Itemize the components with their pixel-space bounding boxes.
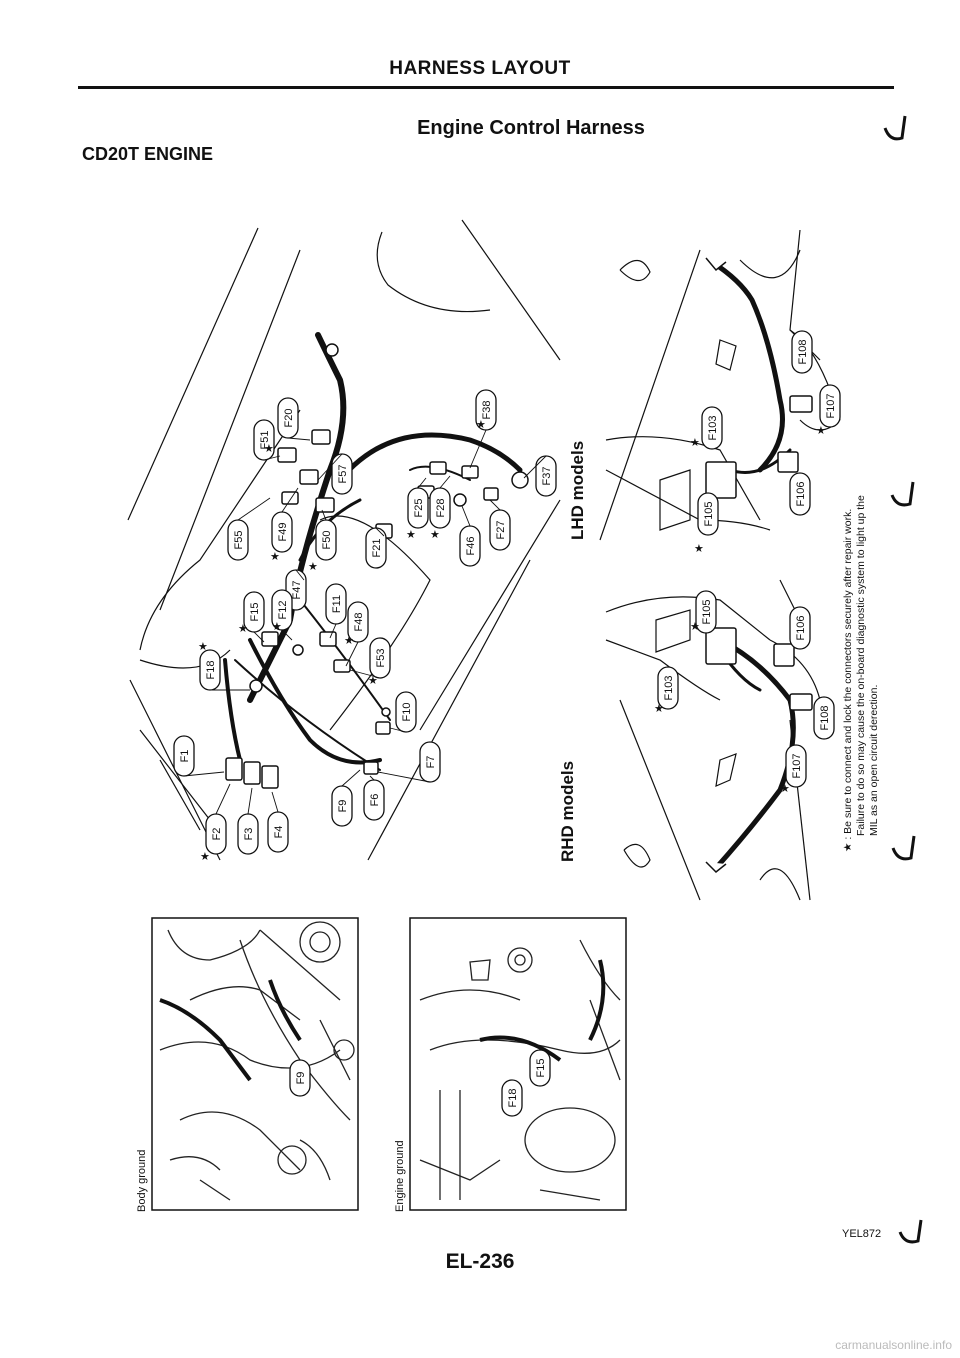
photo-engine-ground: F15 F18 bbox=[409, 917, 627, 1211]
lhd-connector-labels: F108 F103 F107 F105 F106 bbox=[697, 330, 841, 536]
connector-label: F20 bbox=[283, 409, 295, 428]
connector-label: F28 bbox=[435, 499, 447, 518]
connector-label: F9 bbox=[337, 800, 349, 813]
connector-shapes bbox=[225, 343, 529, 789]
page-number: EL-236 bbox=[445, 1250, 515, 1273]
connector-label: F108 bbox=[819, 705, 831, 730]
connector-label: F15 bbox=[535, 1059, 547, 1078]
connector-label: F48 bbox=[353, 613, 365, 632]
connector-label: F9 bbox=[295, 1072, 307, 1085]
check-mark-icons bbox=[883, 115, 923, 1244]
svg-text:★: ★ bbox=[264, 442, 274, 455]
connector-label: F4 bbox=[273, 826, 285, 839]
connector-label: F105 bbox=[701, 599, 713, 624]
engine-ground-caption: Engine ground bbox=[394, 1140, 406, 1212]
connector-label: F106 bbox=[795, 481, 807, 506]
connector-label: F38 bbox=[481, 401, 493, 420]
connector-label: F12 bbox=[277, 601, 289, 620]
lhd-star-markers: ★ ★ ★ bbox=[690, 424, 826, 555]
check-mark-icon bbox=[890, 481, 915, 507]
lhd-models-label: LHD models bbox=[568, 440, 587, 540]
connector-label: F3 bbox=[243, 828, 255, 841]
engine-outline bbox=[127, 219, 561, 861]
lhd-connector-shapes bbox=[705, 257, 813, 499]
rhd-connector-labels: F105 F106 F103 F108 F107 bbox=[657, 590, 835, 788]
connector-label: F107 bbox=[791, 753, 803, 778]
svg-text:★: ★ bbox=[308, 560, 318, 573]
connector-label: F47 bbox=[291, 581, 303, 600]
connector-label: F55 bbox=[233, 531, 245, 550]
note-line-1: : Be sure to connect and lock the connec… bbox=[842, 508, 854, 840]
connector-label: F46 bbox=[465, 537, 477, 556]
title-rule bbox=[78, 86, 894, 89]
note-line-2: Failure to do so may cause the on-board … bbox=[855, 495, 867, 836]
rhd-connector-shapes bbox=[705, 627, 813, 874]
repair-note: ★ : Be sure to connect and lock the conn… bbox=[842, 495, 881, 852]
figure-code: YEL872 bbox=[842, 1228, 882, 1240]
body-ground-caption: Body ground bbox=[136, 1149, 148, 1212]
connector-label: F105 bbox=[703, 501, 715, 526]
check-mark-icon bbox=[883, 115, 907, 141]
connector-label: F2 bbox=[211, 828, 223, 841]
connector-label: F10 bbox=[401, 703, 413, 722]
watermark: carmanualsonline.info bbox=[835, 1338, 952, 1352]
check-mark-icon bbox=[891, 835, 916, 861]
svg-text:★: ★ bbox=[406, 528, 416, 541]
svg-text:★: ★ bbox=[654, 702, 664, 715]
svg-text:★: ★ bbox=[198, 640, 208, 653]
star-icon: ★ bbox=[842, 842, 854, 852]
connector-label: F6 bbox=[369, 794, 381, 807]
connector-label: F49 bbox=[277, 523, 289, 542]
rhd-harness bbox=[713, 637, 796, 871]
connector-label: F106 bbox=[795, 615, 807, 640]
svg-text:★: ★ bbox=[430, 528, 440, 541]
rhd-star-markers: ★ ★ ★ bbox=[654, 620, 790, 795]
leader-lines bbox=[183, 429, 547, 815]
connector-label: F37 bbox=[541, 467, 553, 486]
connector-label: F103 bbox=[663, 675, 675, 700]
connector-label: F27 bbox=[495, 521, 507, 540]
connector-label: F7 bbox=[425, 756, 437, 769]
connector-label: F25 bbox=[413, 499, 425, 518]
connector-label: F103 bbox=[707, 415, 719, 440]
svg-text:★: ★ bbox=[690, 620, 700, 633]
connector-label: F108 bbox=[797, 339, 809, 364]
connector-label: F18 bbox=[205, 661, 217, 680]
svg-text:★: ★ bbox=[270, 550, 280, 563]
connector-labels: F20 F51 F38 F57 F37 F55 F49 F50 F25 F28 … bbox=[173, 389, 557, 855]
rhd-models-label: RHD models bbox=[558, 760, 577, 862]
connector-label: F15 bbox=[249, 603, 261, 622]
svg-text:★: ★ bbox=[694, 542, 704, 555]
svg-text:★: ★ bbox=[816, 424, 826, 437]
connector-label: F53 bbox=[375, 649, 387, 668]
connector-label: F107 bbox=[825, 393, 837, 418]
svg-text:★: ★ bbox=[780, 782, 790, 795]
page-subtitle: Engine Control Harness bbox=[417, 117, 645, 139]
star-markers: ★ ★ ★ ★ ★ ★ ★ ★ ★ ★ ★ ★ bbox=[198, 418, 486, 863]
photo-body-ground: F9 bbox=[151, 917, 359, 1211]
svg-text:★: ★ bbox=[368, 674, 378, 687]
check-mark-icon bbox=[898, 1219, 923, 1244]
harness-bundle bbox=[223, 332, 523, 771]
connector-label: F1 bbox=[179, 750, 191, 763]
svg-text:★: ★ bbox=[238, 622, 248, 635]
svg-text:★: ★ bbox=[690, 436, 700, 449]
page-title: HARNESS LAYOUT bbox=[389, 58, 571, 79]
svg-text:★: ★ bbox=[476, 418, 486, 431]
svg-text:★: ★ bbox=[272, 620, 282, 633]
connector-label: F57 bbox=[337, 465, 349, 484]
svg-text:★: ★ bbox=[200, 850, 210, 863]
note-line-3: MIL as an open circuit derection. bbox=[868, 684, 880, 836]
connector-label: F50 bbox=[321, 531, 333, 550]
engine-label: CD20T ENGINE bbox=[82, 144, 214, 164]
connector-label: F18 bbox=[507, 1089, 519, 1108]
connector-label: F11 bbox=[331, 595, 343, 613]
connector-label: F21 bbox=[371, 539, 383, 558]
svg-text:★: ★ bbox=[344, 634, 354, 647]
connector-label: F51 bbox=[259, 431, 271, 450]
